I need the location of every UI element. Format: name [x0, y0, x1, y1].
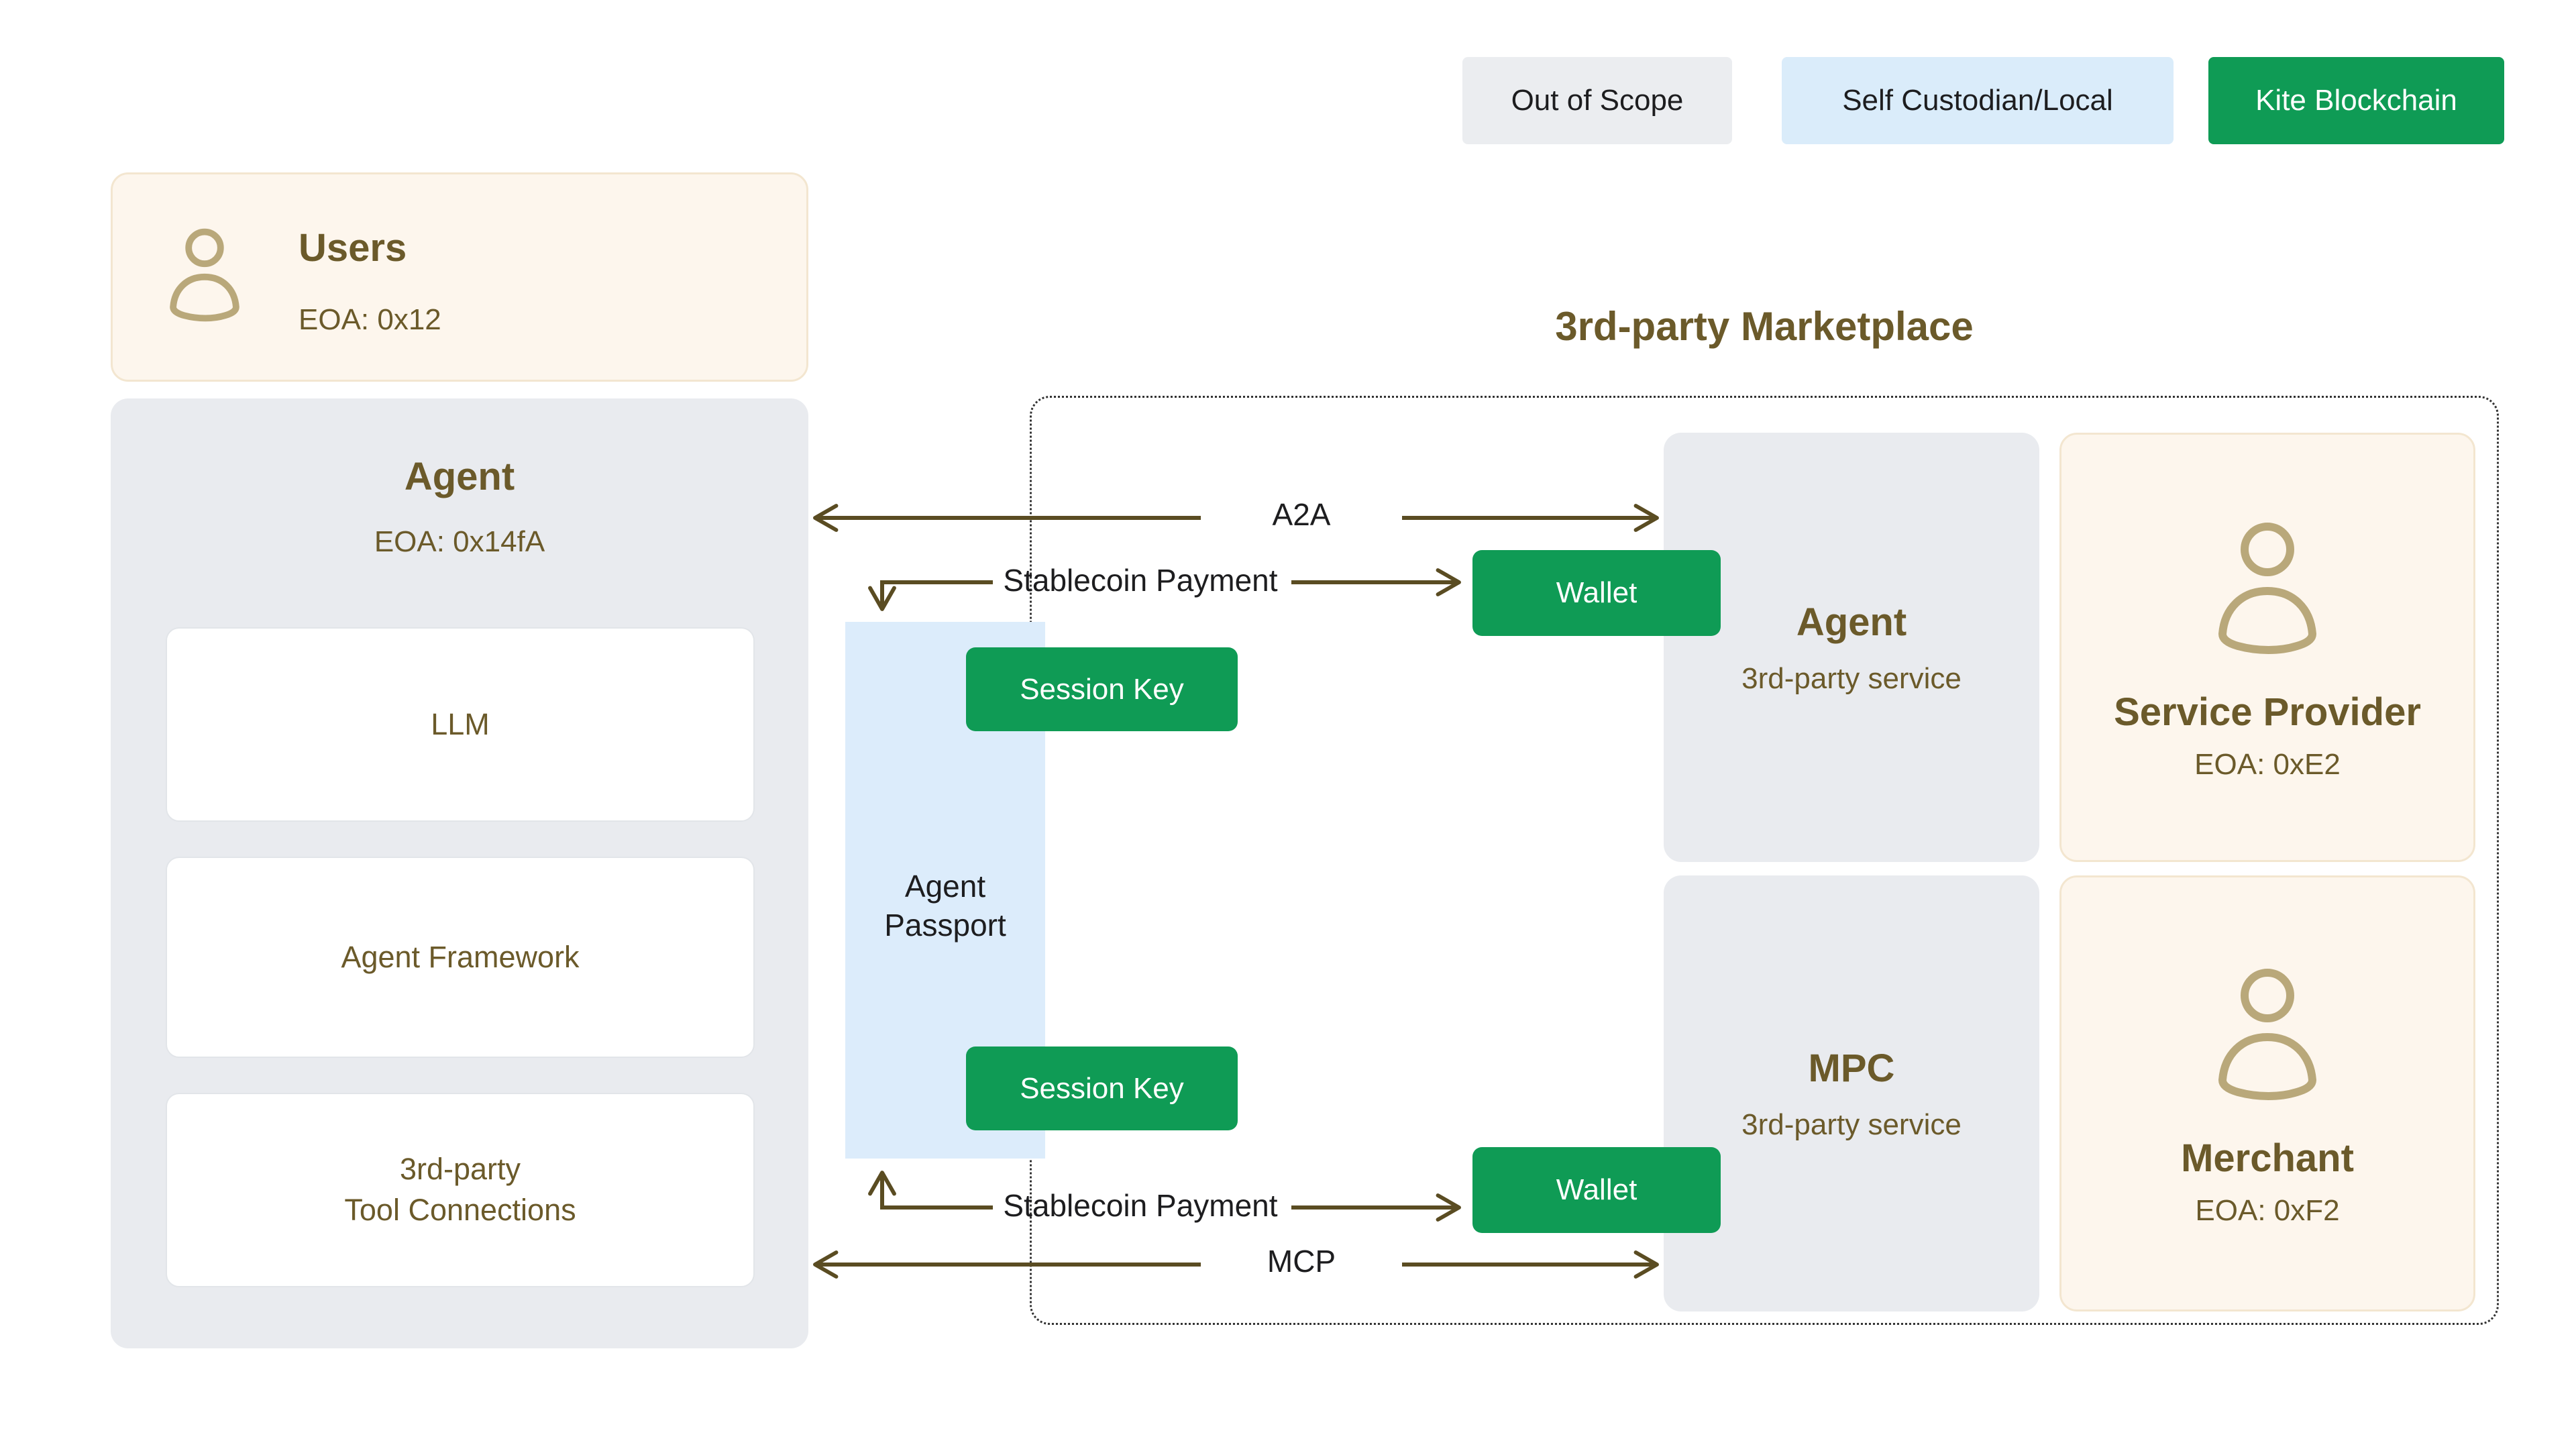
llm-box: LLM: [166, 627, 755, 822]
wallet-top: Wallet: [1472, 550, 1721, 636]
wallet-bottom: Wallet: [1472, 1147, 1721, 1233]
stablecoin-payment-bottom-label: Stablecoin Payment: [1003, 1188, 1278, 1223]
person-icon: [158, 221, 252, 332]
wallet-top-label: Wallet: [1556, 576, 1638, 609]
agent-service-card: Agent 3rd-party service: [1664, 433, 2039, 862]
tool-connections-box: 3rd-party Tool Connections: [166, 1093, 755, 1287]
legend-self-custodian-label: Self Custodian/Local: [1842, 84, 2113, 117]
stablecoin-top-to-passport-arrow: [868, 580, 993, 611]
legend-kite-blockchain-label: Kite Blockchain: [2255, 84, 2457, 117]
session-key-top: Session Key: [966, 647, 1238, 731]
service-provider-eoa: EOA: 0xE2: [2194, 748, 2341, 781]
agent-service-subtitle: 3rd-party service: [1741, 661, 1962, 695]
session-key-bottom: Session Key: [966, 1046, 1238, 1130]
users-card: [111, 172, 808, 382]
merchant-title: Merchant: [2181, 1136, 2354, 1180]
a2a-label: A2A: [1201, 496, 1402, 533]
marketplace-title: 3rd-party Marketplace: [1555, 304, 1974, 349]
agent-eoa: EOA: 0x14fA: [374, 525, 545, 558]
legend-self-custodian: Self Custodian/Local: [1782, 57, 2174, 144]
agent-framework-box: Agent Framework: [166, 857, 755, 1058]
legend-kite-blockchain: Kite Blockchain: [2208, 57, 2504, 144]
agent-title: Agent: [404, 455, 515, 498]
legend-out-of-scope: Out of Scope: [1462, 57, 1732, 144]
users-title: Users: [299, 226, 407, 270]
service-provider-card: Service Provider EOA: 0xE2: [2059, 433, 2475, 862]
service-provider-title: Service Provider: [2114, 690, 2421, 734]
session-key-bottom-label: Session Key: [1020, 1071, 1184, 1105]
merchant-eoa: EOA: 0xF2: [2195, 1194, 2340, 1227]
wallet-bottom-label: Wallet: [1556, 1173, 1638, 1206]
session-key-top-label: Session Key: [1020, 672, 1184, 706]
agent-passport-label: Agent Passport: [884, 869, 1006, 943]
mpc-service-subtitle: 3rd-party service: [1741, 1108, 1962, 1141]
person-icon: [2200, 513, 2334, 667]
agent-service-title: Agent: [1796, 600, 1907, 644]
person-icon: [2200, 959, 2334, 1113]
mpc-service-card: MPC 3rd-party service: [1664, 875, 2039, 1311]
merchant-card: Merchant EOA: 0xF2: [2059, 875, 2475, 1311]
mpc-service-title: MPC: [1808, 1046, 1895, 1090]
legend-out-of-scope-label: Out of Scope: [1511, 84, 1684, 117]
stablecoin-bottom-to-passport-arrow: [868, 1171, 993, 1210]
users-eoa: EOA: 0x12: [299, 303, 441, 336]
mcp-label: MCP: [1201, 1243, 1402, 1279]
stablecoin-payment-top-label: Stablecoin Payment: [1003, 563, 1278, 598]
